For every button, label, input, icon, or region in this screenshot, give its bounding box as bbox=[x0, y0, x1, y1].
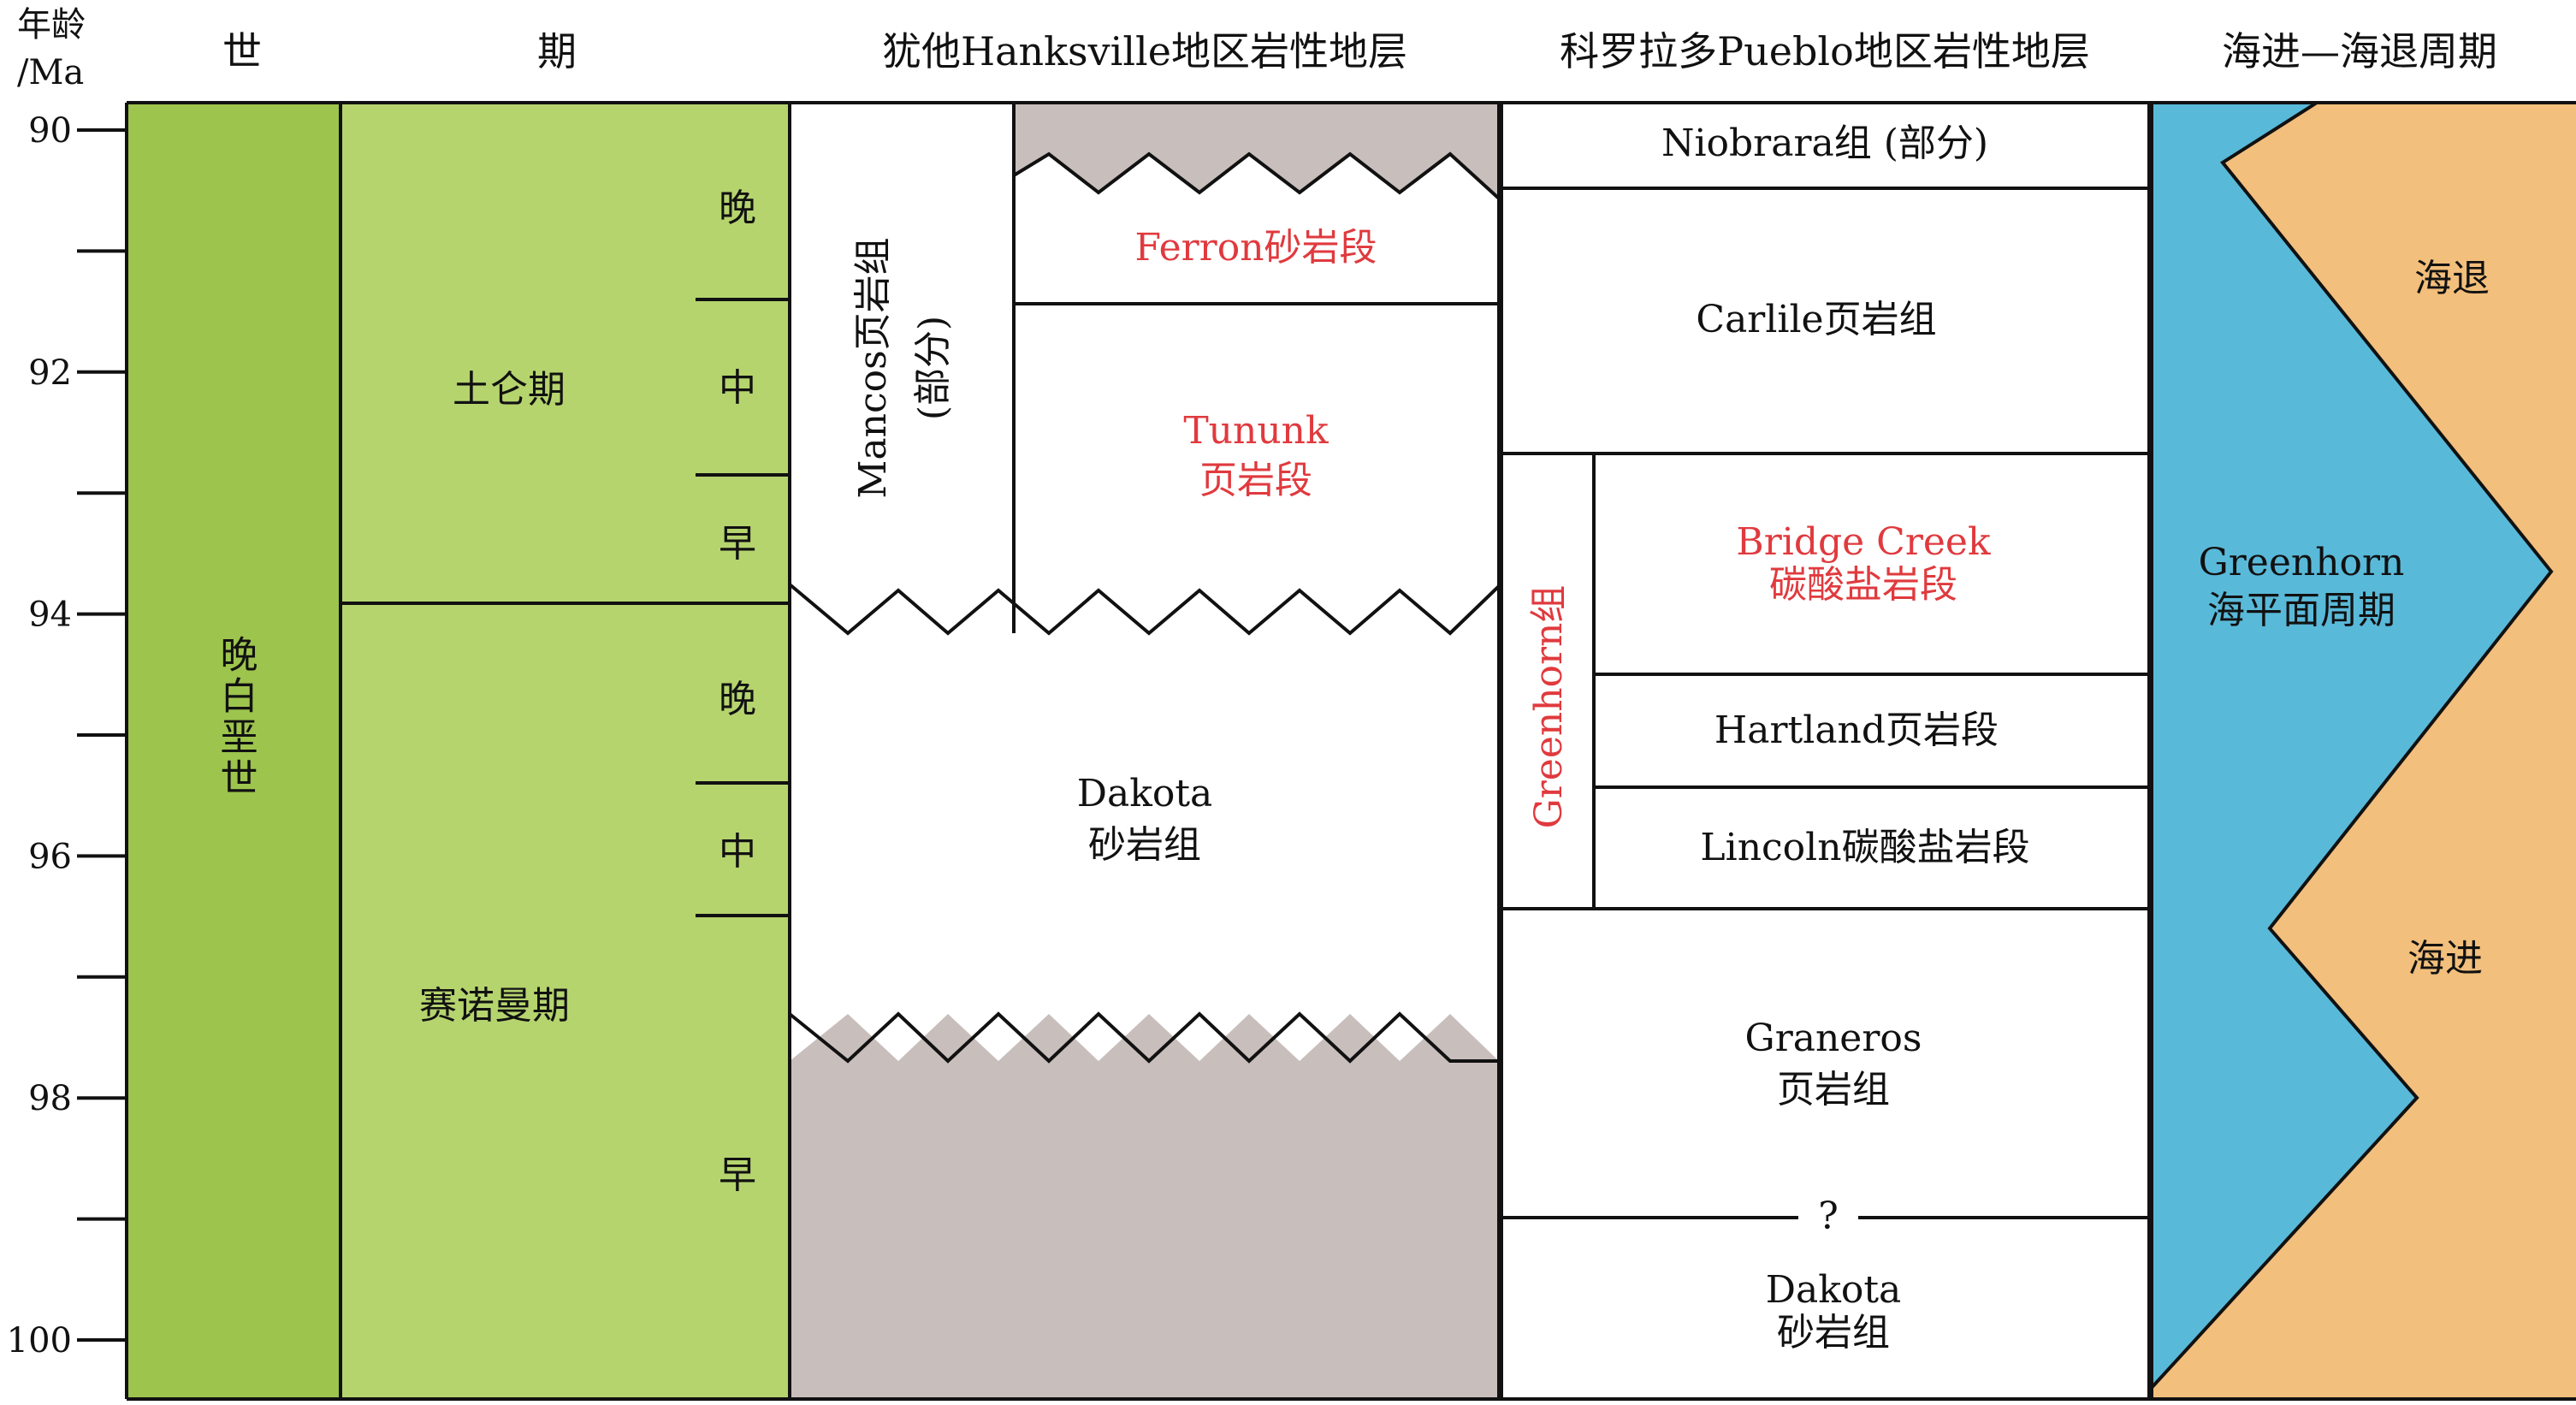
axis-tick-label: 90 bbox=[28, 111, 72, 151]
colorado-carlile: Carlile页岩组 bbox=[1696, 298, 1936, 341]
colorado-dakota-1: Dakota bbox=[1766, 1268, 1902, 1312]
cenomanian-late: 晚 bbox=[719, 678, 756, 721]
stage-column bbox=[341, 103, 790, 1399]
axis-tick-label: 96 bbox=[28, 837, 72, 876]
colorado-graneros-2: 页岩组 bbox=[1777, 1068, 1890, 1112]
utah-lower-grey-unit bbox=[790, 1014, 1499, 1399]
utah-tununk-1: Tununk bbox=[1183, 409, 1329, 453]
turonian-early: 早 bbox=[719, 522, 756, 566]
header-stage: 期 bbox=[537, 28, 577, 74]
colorado-greenhorn: Greenhorn组 bbox=[1527, 585, 1571, 829]
cenomanian-middle: 中 bbox=[719, 830, 756, 874]
header-colorado: 科罗拉多Pueblo地区岩性地层 bbox=[1560, 28, 2090, 74]
cycle-name-2: 海平面周期 bbox=[2207, 589, 2395, 632]
header-utah: 犹他Hanksville地区岩性地层 bbox=[882, 28, 1407, 74]
axis-tick-label: 92 bbox=[28, 353, 72, 393]
colorado-niobrara: Niobrara组 (部分) bbox=[1661, 122, 1988, 165]
epoch-column bbox=[127, 103, 341, 1399]
utah-dakota-2: 砂岩组 bbox=[1088, 823, 1201, 867]
colorado-hartland: Hartland页岩段 bbox=[1714, 708, 1999, 752]
turonian-middle: 中 bbox=[719, 366, 756, 410]
colorado-lincoln: Lincoln碳酸盐岩段 bbox=[1700, 826, 2029, 869]
colorado-bridge-creek-1: Bridge Creek bbox=[1736, 520, 1991, 564]
stage-turonian: 土仑期 bbox=[453, 368, 566, 412]
axis-title-line2: /Ma bbox=[17, 53, 84, 92]
colorado-dakota-2: 砂岩组 bbox=[1777, 1311, 1890, 1355]
utah-dakota-1: Dakota bbox=[1077, 772, 1213, 815]
colorado-boundary-question: ? bbox=[1818, 1195, 1839, 1238]
cycle-name-1: Greenhorn bbox=[2199, 541, 2405, 584]
cenomanian-early: 早 bbox=[719, 1153, 756, 1197]
stage-cenomanian: 赛诺曼期 bbox=[419, 984, 570, 1028]
utah-mancos-part: (部分) bbox=[911, 316, 955, 420]
turonian-late: 晚 bbox=[719, 187, 756, 230]
header-epoch: 世 bbox=[222, 28, 262, 74]
cycle-transgression: 海进 bbox=[2407, 937, 2483, 981]
transgression-area bbox=[2149, 103, 2551, 1390]
header-cycle: 海进—海退周期 bbox=[2222, 28, 2497, 74]
axis-tick-label: 98 bbox=[28, 1079, 72, 1118]
axis-tick-label: 94 bbox=[28, 596, 72, 635]
epoch-label: 晚白垩世 bbox=[214, 635, 258, 799]
colorado-bridge-creek-2: 碳酸盐岩段 bbox=[1769, 563, 1957, 607]
axis-title-line1: 年龄 bbox=[17, 5, 86, 44]
utah-ferron: Ferron砂岩段 bbox=[1134, 226, 1377, 270]
colorado-graneros-1: Graneros bbox=[1745, 1017, 1922, 1060]
cycle-regression: 海退 bbox=[2414, 257, 2490, 300]
axis-tick-label: 100 bbox=[7, 1321, 72, 1361]
utah-mancos-label: Mancos页岩组 bbox=[851, 237, 895, 498]
utah-tununk-2: 页岩段 bbox=[1199, 459, 1312, 502]
age-axis: 90 92 94 96 98 100 bbox=[7, 111, 127, 1361]
